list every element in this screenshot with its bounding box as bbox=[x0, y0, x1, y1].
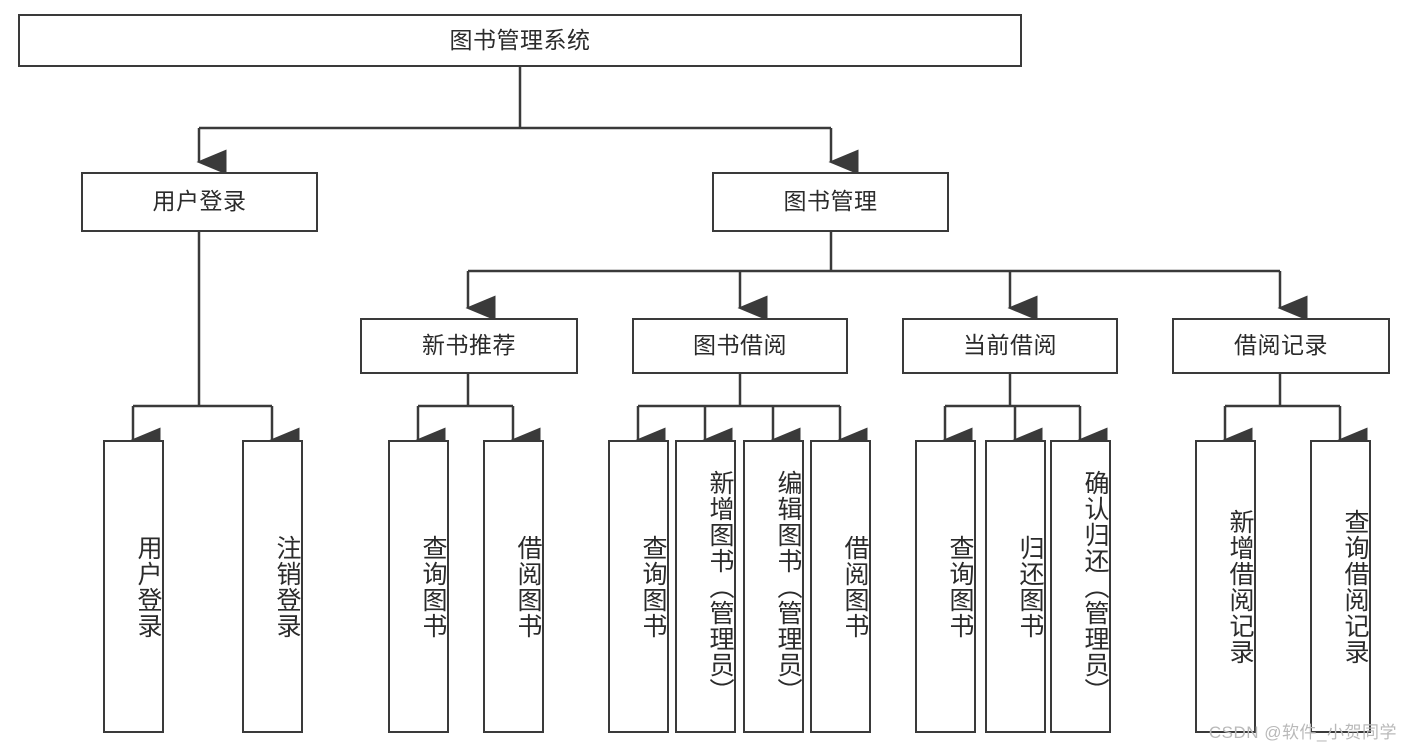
node-leaf-query-record-label: 查询借阅记录 bbox=[1341, 508, 1369, 665]
node-root[interactable]: 图书管理系统 bbox=[18, 14, 1022, 67]
node-leaf-edit-book-label: 编辑图书（管理员） bbox=[774, 469, 802, 704]
node-leaf-add-record-label: 新增借阅记录 bbox=[1226, 508, 1254, 665]
node-root-label: 图书管理系统 bbox=[449, 26, 591, 53]
node-leaf-return-book-label: 归还图书 bbox=[1016, 534, 1044, 639]
node-leaf-query-book-1[interactable]: 查询图书 bbox=[388, 440, 449, 733]
node-leaf-query-book-2-label: 查询图书 bbox=[639, 534, 667, 639]
node-leaf-query-book-3-label: 查询图书 bbox=[946, 534, 974, 639]
node-current-borrow[interactable]: 当前借阅 bbox=[902, 318, 1118, 374]
node-leaf-borrow-book-1-label: 借阅图书 bbox=[514, 534, 542, 639]
node-book-manage[interactable]: 图书管理 bbox=[712, 172, 949, 232]
node-leaf-add-record[interactable]: 新增借阅记录 bbox=[1195, 440, 1256, 733]
node-book-manage-label: 图书管理 bbox=[783, 188, 878, 215]
node-current-borrow-label: 当前借阅 bbox=[963, 332, 1057, 359]
node-leaf-logout[interactable]: 注销登录 bbox=[242, 440, 303, 733]
node-leaf-query-book-2[interactable]: 查询图书 bbox=[608, 440, 669, 733]
node-borrow-record-label: 借阅记录 bbox=[1234, 332, 1328, 359]
node-leaf-borrow-book-2-label: 借阅图书 bbox=[841, 534, 869, 639]
node-new-book-recommend[interactable]: 新书推荐 bbox=[360, 318, 578, 374]
node-leaf-confirm-return[interactable]: 确认归还（管理员） bbox=[1050, 440, 1111, 733]
node-book-borrow-label: 图书借阅 bbox=[693, 332, 787, 359]
node-leaf-add-book-label: 新增图书（管理员） bbox=[706, 469, 734, 704]
node-user-login[interactable]: 用户登录 bbox=[81, 172, 318, 232]
node-leaf-logout-label: 注销登录 bbox=[273, 534, 301, 639]
node-leaf-borrow-book-2[interactable]: 借阅图书 bbox=[810, 440, 871, 733]
node-leaf-user-login[interactable]: 用户登录 bbox=[103, 440, 164, 733]
node-leaf-query-record[interactable]: 查询借阅记录 bbox=[1310, 440, 1371, 733]
node-leaf-user-login-label: 用户登录 bbox=[134, 534, 162, 639]
node-leaf-add-book[interactable]: 新增图书（管理员） bbox=[675, 440, 736, 733]
node-leaf-query-book-3[interactable]: 查询图书 bbox=[915, 440, 976, 733]
node-book-borrow[interactable]: 图书借阅 bbox=[632, 318, 848, 374]
node-leaf-borrow-book-1[interactable]: 借阅图书 bbox=[483, 440, 544, 733]
watermark-text: CSDN @软件_小贺同学 bbox=[1208, 723, 1397, 742]
node-leaf-return-book[interactable]: 归还图书 bbox=[985, 440, 1046, 733]
node-leaf-query-book-1-label: 查询图书 bbox=[419, 534, 447, 639]
node-new-book-recommend-label: 新书推荐 bbox=[422, 332, 516, 359]
node-borrow-record[interactable]: 借阅记录 bbox=[1172, 318, 1390, 374]
node-leaf-confirm-return-label: 确认归还（管理员） bbox=[1081, 469, 1109, 704]
node-leaf-edit-book[interactable]: 编辑图书（管理员） bbox=[743, 440, 804, 733]
node-user-login-label: 用户登录 bbox=[152, 188, 247, 215]
